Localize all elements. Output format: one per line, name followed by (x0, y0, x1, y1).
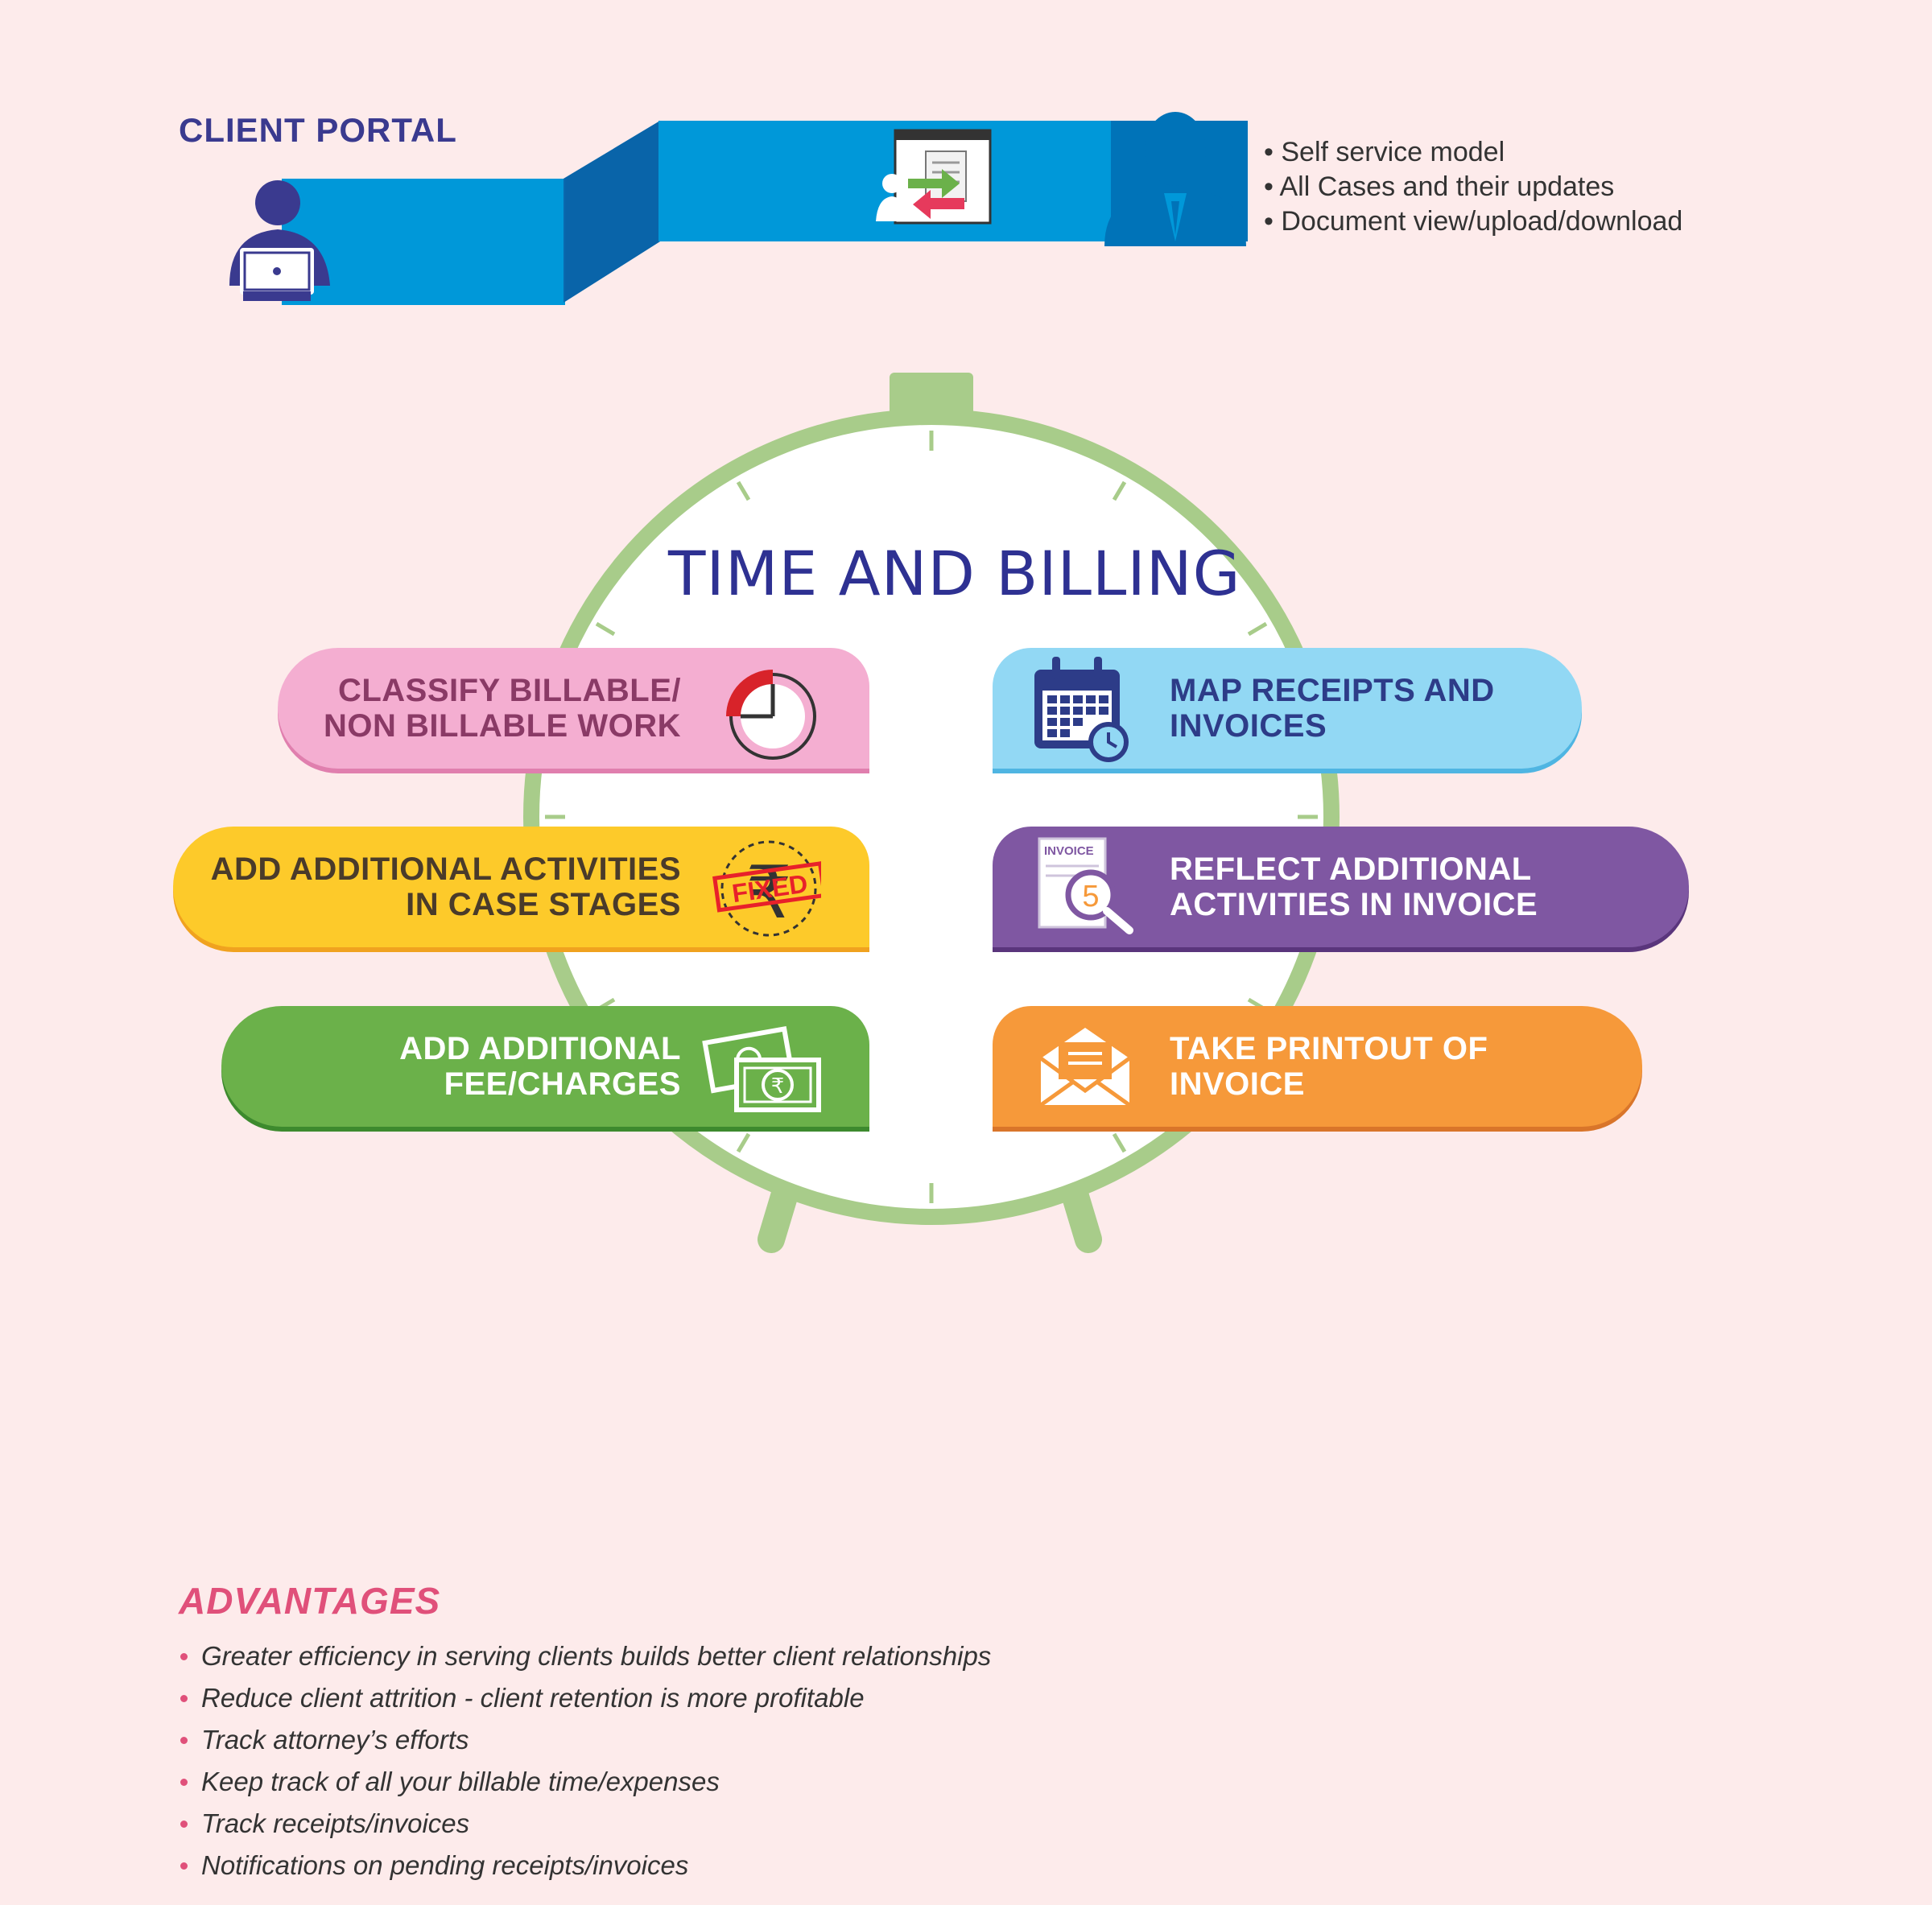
card-label: ADD ADDITIONAL FEE/CHARGES (399, 1031, 681, 1102)
clock-ticks (545, 431, 1318, 1203)
invoice-number: 5 (1082, 880, 1099, 913)
card-label: TAKE PRINTOUT OF INVOICE (1170, 1031, 1488, 1102)
portal-bullet-item: All Cases and their updates (1264, 170, 1682, 204)
clock-icon (726, 670, 816, 760)
card-map-receipts: MAP RECEIPTS AND INVOICES (993, 648, 1582, 769)
advantage-item: Greater efficiency in serving clients bu… (179, 1635, 991, 1677)
advantages-list: Greater efficiency in serving clients bu… (179, 1635, 991, 1886)
envelope-icon (1039, 1028, 1131, 1107)
advantage-item: Reduce client attrition - client retenti… (179, 1677, 991, 1719)
portal-bullet-item: Self service model (1264, 135, 1682, 170)
advantages-title: ADVANTAGES (179, 1580, 441, 1622)
document-exchange-icon (876, 129, 992, 225)
client-portal-banner (229, 112, 1248, 305)
calendar-icon (1034, 657, 1129, 762)
advantage-item: Notifications on pending receipts/invoic… (179, 1845, 991, 1886)
fixed-stamp-icon: ₹ FIXED (712, 840, 821, 937)
card-take-printout: TAKE PRINTOUT OF INVOICE (993, 1006, 1642, 1127)
svg-text:₹: ₹ (745, 851, 791, 935)
portal-bullet-item: Document view/upload/download (1264, 204, 1682, 239)
advantage-item: Keep track of all your billable time/exp… (179, 1761, 991, 1803)
advantage-item: Track receipts/invoices (179, 1803, 991, 1845)
banner-fold-shade (564, 121, 660, 303)
card-label: CLASSIFY BILLABLE/ NON BILLABLE WORK (323, 673, 681, 744)
time-billing-title: TIME AND BILLING (668, 538, 1241, 609)
user-laptop-icon (229, 180, 330, 301)
card-label: REFLECT ADDITIONAL ACTIVITIES IN INVOICE (1170, 851, 1538, 922)
client-portal-title: CLIENT PORTAL (179, 111, 457, 149)
card-label: ADD ADDITIONAL ACTIVITIES IN CASE STAGES (210, 851, 681, 922)
invoice-search-icon: INVOICE 5 (1038, 837, 1133, 934)
card-add-fee: ADD ADDITIONAL FEE/CHARGES ₹ (221, 1006, 869, 1127)
card-classify-billable: CLASSIFY BILLABLE/ NON BILLABLE WORK (278, 648, 869, 769)
card-reflect-activities: INVOICE 5 REFLECT ADDITIONAL ACTIVITIES … (993, 827, 1689, 947)
banknotes-icon: ₹ (702, 1026, 821, 1112)
clock-crown (890, 373, 973, 418)
client-portal-bullets: Self service model All Cases and their u… (1264, 135, 1682, 239)
card-label: MAP RECEIPTS AND INVOICES (1170, 673, 1495, 744)
card-add-activities: ADD ADDITIONAL ACTIVITIES IN CASE STAGES… (173, 827, 869, 947)
invoice-label: INVOICE (1044, 844, 1094, 858)
business-person-icon (1104, 112, 1246, 246)
advantage-item: Track attorney’s efforts (179, 1719, 991, 1761)
svg-text:₹: ₹ (771, 1074, 785, 1099)
